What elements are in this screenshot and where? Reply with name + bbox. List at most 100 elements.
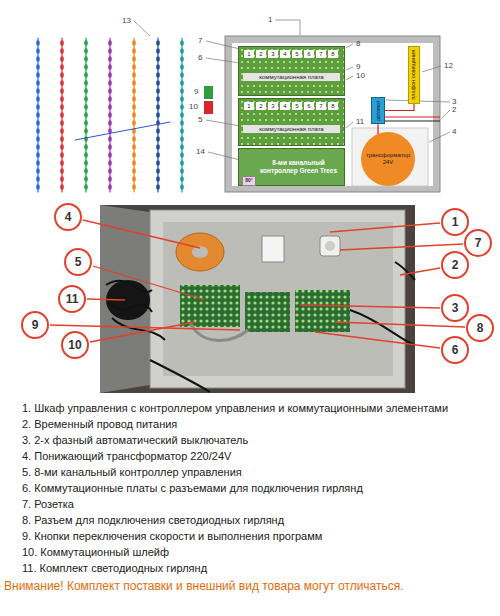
legend-item: 10. Коммутационный шлейф bbox=[22, 547, 169, 558]
channel-number: 7 bbox=[316, 50, 326, 58]
legend-item: 9. Кнопки переключения скорости и выполн… bbox=[22, 531, 322, 542]
channel-number: 4 bbox=[280, 102, 290, 110]
node-text: 6 bbox=[452, 343, 459, 357]
cabinet-drawing-part bbox=[385, 120, 440, 121]
leader-lines-part bbox=[346, 76, 353, 80]
led-garlands-part bbox=[133, 38, 134, 192]
controller-box: 8-ми канальный контроллер Green Trees80° bbox=[238, 148, 345, 186]
led-garlands-part bbox=[109, 38, 110, 192]
node-text: 8-ми канальный контроллер Green Trees bbox=[257, 159, 340, 175]
led-garlands-part bbox=[61, 38, 62, 192]
legend-item: 6. Коммутационные платы с разъемами для … bbox=[22, 483, 363, 494]
channel-number: 7 bbox=[316, 102, 326, 110]
leader-lines-part bbox=[346, 44, 353, 48]
lamp-bar: плафон освещения bbox=[408, 46, 420, 104]
led-garlands-part bbox=[157, 38, 158, 192]
callout-number: 5 bbox=[198, 116, 202, 124]
cabinet-photo-part bbox=[150, 210, 405, 388]
wire-connector bbox=[385, 104, 414, 111]
callout-circle: 9 bbox=[21, 311, 49, 339]
callout-circle: 6 bbox=[441, 336, 469, 364]
cabinet-drawing-part bbox=[232, 43, 433, 186]
channel-number: 5 bbox=[292, 50, 302, 58]
legend-item: 11. Комплект светодиодных гирлянд bbox=[22, 563, 207, 574]
node-text: трансформатор 24V bbox=[366, 152, 410, 166]
leader-lines-part bbox=[275, 20, 300, 35]
warning-note: Внимание! Комплект поставки и внешний ви… bbox=[4, 580, 404, 592]
led-garlands-part bbox=[181, 38, 182, 192]
callout-number: 7 bbox=[198, 37, 202, 45]
callout-leaders-part bbox=[300, 305, 440, 308]
led-garlands-part bbox=[108, 42, 112, 190]
callout-circle: 5 bbox=[64, 248, 92, 276]
callout-leaders-part bbox=[330, 223, 440, 232]
cabinet-photo-part bbox=[106, 281, 165, 340]
cabinet-photo-part bbox=[295, 290, 350, 332]
cabinet-photo-part bbox=[163, 222, 393, 376]
cabinet-photo-part bbox=[325, 241, 335, 251]
callout-circle: 1 bbox=[441, 208, 469, 236]
node-text: 9 bbox=[32, 318, 39, 332]
channel-number: 2 bbox=[256, 50, 266, 58]
callout-leaders-part bbox=[50, 325, 240, 330]
callout-circle: 2 bbox=[441, 251, 469, 279]
rating-tag: 80° bbox=[242, 176, 256, 186]
transformer-circle: трансформатор 24V bbox=[361, 132, 415, 186]
cabinet-drawing-part bbox=[385, 116, 440, 117]
channel-number: 1 bbox=[244, 102, 254, 110]
node-text: 1 bbox=[452, 215, 459, 229]
callout-leaders-part bbox=[340, 244, 463, 250]
legend-item: 1. Шкаф управления с контроллером управл… bbox=[22, 403, 448, 414]
led-garlands-part bbox=[85, 38, 86, 192]
leader-lines-part bbox=[208, 152, 240, 160]
led-garlands-part bbox=[60, 42, 64, 190]
channel-number: 4 bbox=[280, 50, 290, 58]
cabinet-photo-part bbox=[100, 205, 415, 393]
legend-item: 8. Разъем для подключения светодиодных г… bbox=[22, 515, 284, 526]
led-garlands-part bbox=[132, 42, 136, 190]
leader-lines-part bbox=[206, 41, 240, 49]
legend-item: 5. 8-ми канальный контроллер управления bbox=[22, 467, 242, 478]
switch-board: 12345678коммутационная плата bbox=[238, 98, 345, 146]
callout-number: 1 bbox=[268, 16, 272, 24]
leader-lines-part bbox=[206, 58, 240, 63]
callout-number: 4 bbox=[452, 128, 456, 136]
callout-number: 11 bbox=[356, 118, 364, 126]
channel-number: 6 bbox=[304, 102, 314, 110]
led-garlands-part bbox=[36, 42, 40, 190]
node-text: плафон освещения bbox=[411, 50, 417, 100]
callout-leaders-part bbox=[315, 332, 440, 348]
led-garlands-part bbox=[75, 122, 170, 140]
led-garlands bbox=[38, 38, 182, 192]
node-text: 8 bbox=[477, 321, 484, 335]
cabinet-drawing-part bbox=[204, 86, 213, 99]
cabinet-drawing-part bbox=[352, 128, 428, 186]
callout-number: 13 bbox=[122, 17, 131, 25]
node-text: 80° bbox=[243, 177, 255, 185]
legend-item: 4. Понижающий трансформатор 220/24V bbox=[22, 451, 231, 462]
leader-lines-part bbox=[346, 122, 353, 128]
callout-circle: 4 bbox=[54, 203, 82, 231]
board-label: коммутационная плата bbox=[243, 73, 340, 81]
board-label: коммутационная плата bbox=[243, 125, 340, 133]
channel-number: 8 bbox=[328, 102, 338, 110]
channel-number: 8 bbox=[328, 50, 338, 58]
channel-number: 3 bbox=[268, 102, 278, 110]
cabinet-photo-part bbox=[190, 322, 248, 340]
callout-number: 9 bbox=[194, 88, 198, 96]
callout-number: 14 bbox=[196, 148, 205, 156]
led-garlands-part bbox=[37, 38, 38, 192]
callout-leaders bbox=[50, 220, 465, 348]
callout-leaders-part bbox=[83, 220, 200, 248]
callout-leaders-part bbox=[335, 322, 465, 327]
cabinet-photo bbox=[100, 205, 415, 393]
channel-number: 2 bbox=[256, 102, 266, 110]
led-garlands-part bbox=[180, 42, 184, 190]
callout-circle: 8 bbox=[466, 314, 494, 342]
cabinet-photo-part bbox=[180, 285, 240, 327]
callout-leaders-part bbox=[400, 268, 440, 275]
callout-number: 8 bbox=[356, 40, 360, 48]
channel-number: 3 bbox=[268, 50, 278, 58]
node-text: 10 bbox=[68, 338, 81, 352]
